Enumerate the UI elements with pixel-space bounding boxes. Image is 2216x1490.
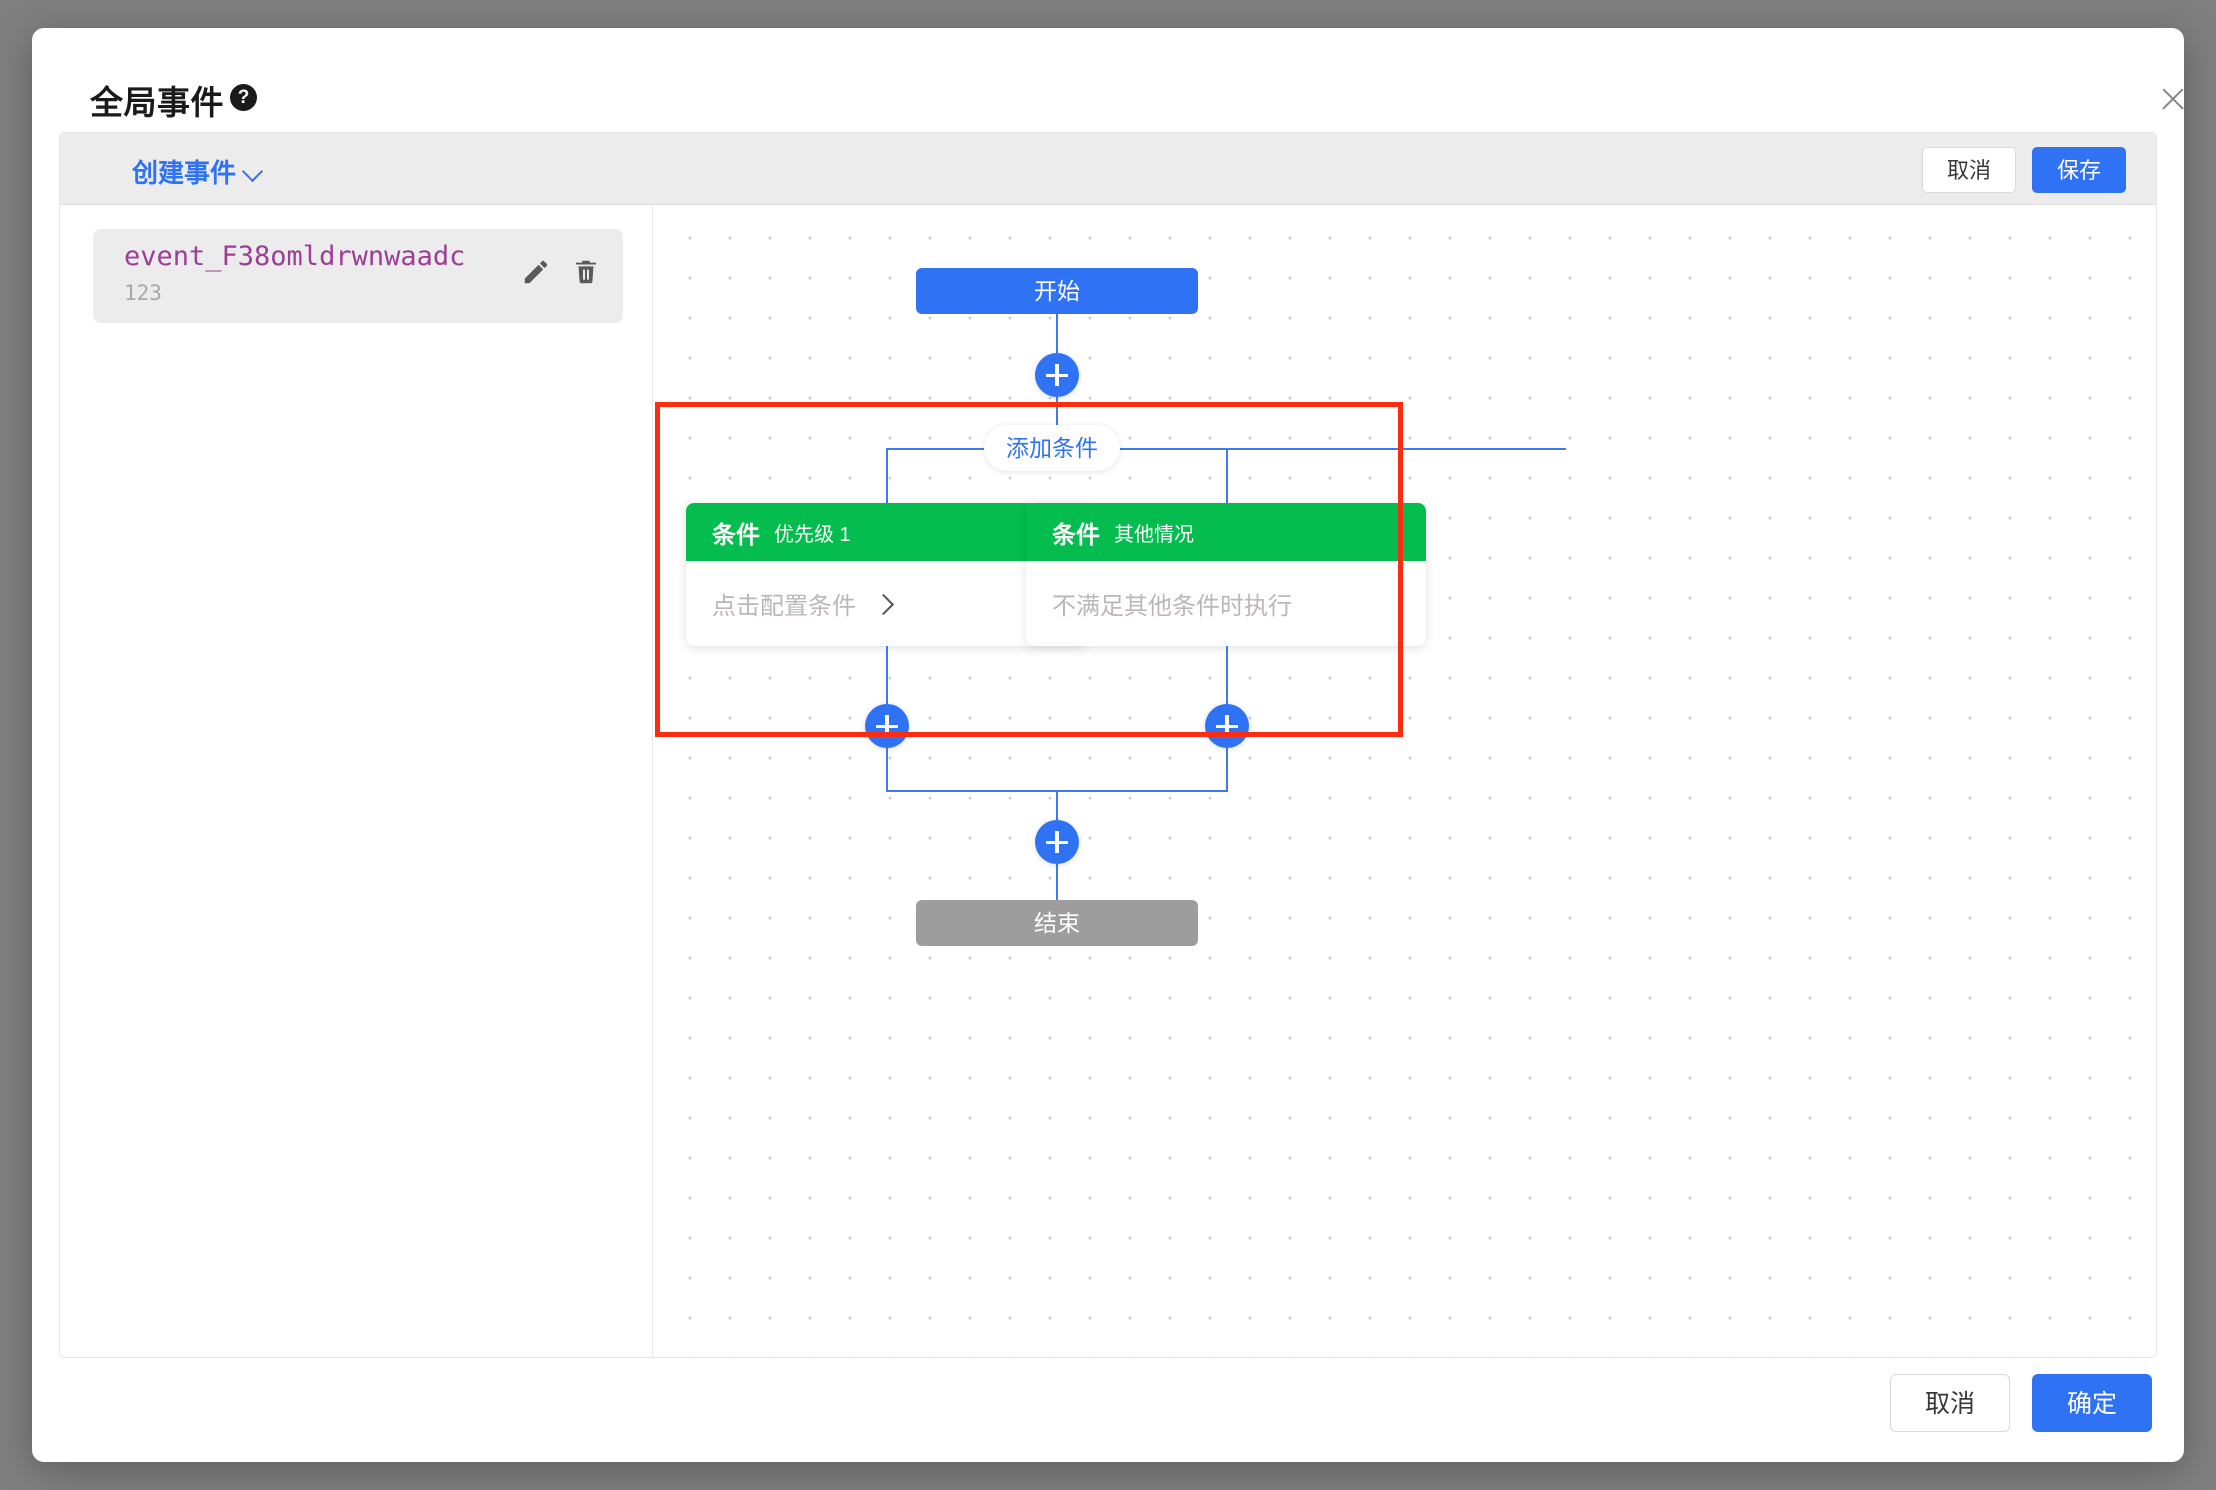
condition-card-otherwise[interactable]: 条件 其他情况 不满足其他条件时执行 (1026, 503, 1426, 646)
close-icon[interactable] (2152, 78, 2184, 120)
condition-title: 条件 (1052, 521, 1100, 549)
create-event-label: 创建事件 (132, 158, 237, 188)
condition-title: 条件 (712, 521, 760, 549)
connector-branch-right-down (1226, 448, 1229, 505)
trash-icon[interactable] (571, 257, 601, 292)
chevron-down-icon (243, 162, 263, 182)
flow-node-start[interactable]: 开始 (916, 268, 1198, 314)
add-node-button-left-branch[interactable] (865, 704, 909, 748)
body-card: 创建事件 取消 保存 event_F38omldrwnwaadc 123 (59, 132, 2157, 1358)
footer-cancel-button[interactable]: 取消 (1890, 1374, 2010, 1432)
connector-branch-left-down (886, 448, 889, 505)
toolbar: 创建事件 取消 保存 (60, 133, 2156, 205)
add-condition-button[interactable]: 添加条件 (984, 425, 1120, 471)
add-node-button-right-branch[interactable] (1205, 704, 1249, 748)
event-name: event_F38omldrwnwaadc (124, 241, 466, 272)
add-node-button-top[interactable] (1035, 353, 1079, 397)
condition-card-priority-1[interactable]: 条件 优先级 1 点击配置条件 (686, 503, 1086, 646)
condition-body-text: 点击配置条件 (712, 593, 856, 620)
help-icon[interactable]: ? (230, 84, 257, 111)
condition-card-header: 条件 其他情况 (1026, 503, 1426, 561)
event-list-sidebar: event_F38omldrwnwaadc 123 (60, 206, 653, 1357)
event-card-actions (521, 257, 601, 292)
condition-card-body[interactable]: 点击配置条件 (686, 561, 1086, 646)
chevron-right-icon (874, 595, 892, 613)
toolbar-save-button[interactable]: 保存 (2031, 147, 2126, 193)
condition-subtitle: 优先级 1 (774, 523, 851, 546)
condition-subtitle: 其他情况 (1114, 523, 1194, 546)
add-node-button-bottom[interactable] (1035, 820, 1079, 864)
flow-diagram: 开始 添加条件 条件 优先级 (654, 206, 2156, 1357)
toolbar-buttons: 取消 保存 (1921, 147, 2126, 193)
flow-node-end[interactable]: 结束 (916, 900, 1198, 946)
create-event-dropdown[interactable]: 创建事件 (132, 153, 263, 190)
condition-body-text: 不满足其他条件时执行 (1052, 593, 1292, 620)
dialog-header: 全局事件 ? (32, 28, 2184, 124)
dialog-footer: 取消 确定 (1890, 1374, 2152, 1432)
page-title: 全局事件 (90, 84, 224, 121)
global-events-dialog: 全局事件 ? 创建事件 取消 保存 event_F38omldrwnwaadc … (32, 28, 2184, 1462)
pencil-icon[interactable] (521, 257, 551, 292)
event-description: 123 (124, 281, 162, 305)
toolbar-cancel-button[interactable]: 取消 (1921, 147, 2016, 193)
flow-canvas[interactable]: 开始 添加条件 条件 优先级 (654, 206, 2156, 1357)
condition-card-header: 条件 优先级 1 (686, 503, 1086, 561)
condition-card-body[interactable]: 不满足其他条件时执行 (1026, 561, 1426, 646)
list-item[interactable]: event_F38omldrwnwaadc 123 (93, 229, 623, 323)
connector-split-right (1226, 448, 1566, 451)
connector-to-condition-pill (1056, 397, 1059, 449)
footer-confirm-button[interactable]: 确定 (2032, 1374, 2152, 1432)
